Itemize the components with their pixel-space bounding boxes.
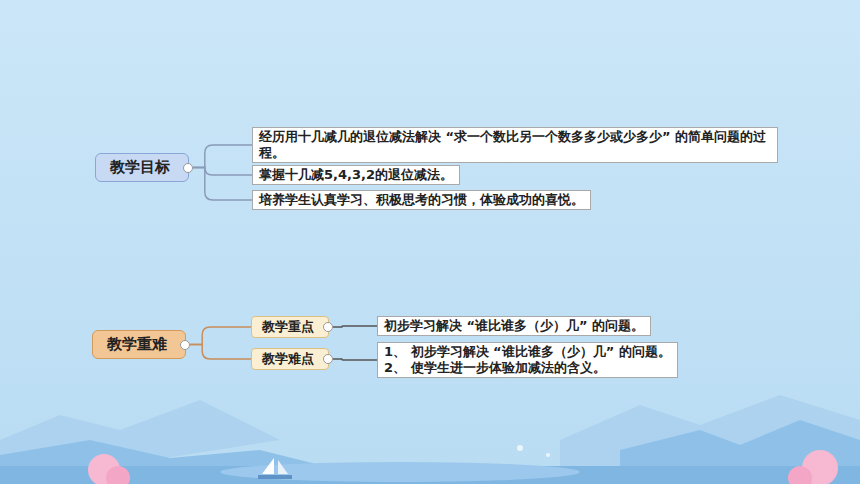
branch-connector <box>333 359 377 360</box>
leaf-box: 初步学习解决 “谁比谁多（少）几” 的问题。 <box>377 316 651 336</box>
node-text: 掌握十几减5,4,3,2的退位减法。 <box>259 167 453 183</box>
leaf-box: 1、 初步学习解决 “谁比谁多（少）几” 的问题。2、 使学生进一步体验加减法的… <box>377 342 678 378</box>
node-text: 教学目标 <box>110 158 170 177</box>
node-text: 教学难点 <box>262 350 314 368</box>
leaf-box: 培养学生认真学习、积极思考的习惯，体验成功的喜悦。 <box>252 190 591 210</box>
subtopic-box: 教学难点 <box>251 348 329 370</box>
branch-connector <box>193 168 252 201</box>
branch-connector <box>193 145 252 168</box>
node-text: 经历用十几减几的退位减法解决 “求一个数比另一个数多多少或少多少” 的简单问题的… <box>259 129 771 161</box>
root-topic: 教学目标 <box>95 153 189 182</box>
branch-connector <box>190 327 251 345</box>
leaf-box: 经历用十几减几的退位减法解决 “求一个数比另一个数多多少或少多少” 的简单问题的… <box>252 127 778 163</box>
node-text: 初步学习解决 “谁比谁多（少）几” 的问题。 <box>384 318 644 334</box>
leaf-box: 掌握十几减5,4,3,2的退位减法。 <box>252 165 460 185</box>
root-topic: 教学重难 <box>92 330 186 359</box>
node-text: 教学重难 <box>107 335 167 354</box>
node-text: 1、 初步学习解决 “谁比谁多（少）几” 的问题。 <box>384 344 671 360</box>
branch-connector <box>333 326 377 327</box>
collapse-dot <box>323 322 333 332</box>
collapse-dot <box>180 340 190 350</box>
branch-connector <box>190 345 251 360</box>
node-text: 教学重点 <box>262 318 314 336</box>
node-text: 培养学生认真学习、积极思考的习惯，体验成功的喜悦。 <box>259 192 584 208</box>
collapse-dot <box>183 163 193 173</box>
collapse-dot <box>323 354 333 364</box>
subtopic-box: 教学重点 <box>251 316 329 338</box>
node-text: 2、 使学生进一步体验加减法的含义。 <box>384 360 671 376</box>
branch-connector <box>193 168 252 176</box>
